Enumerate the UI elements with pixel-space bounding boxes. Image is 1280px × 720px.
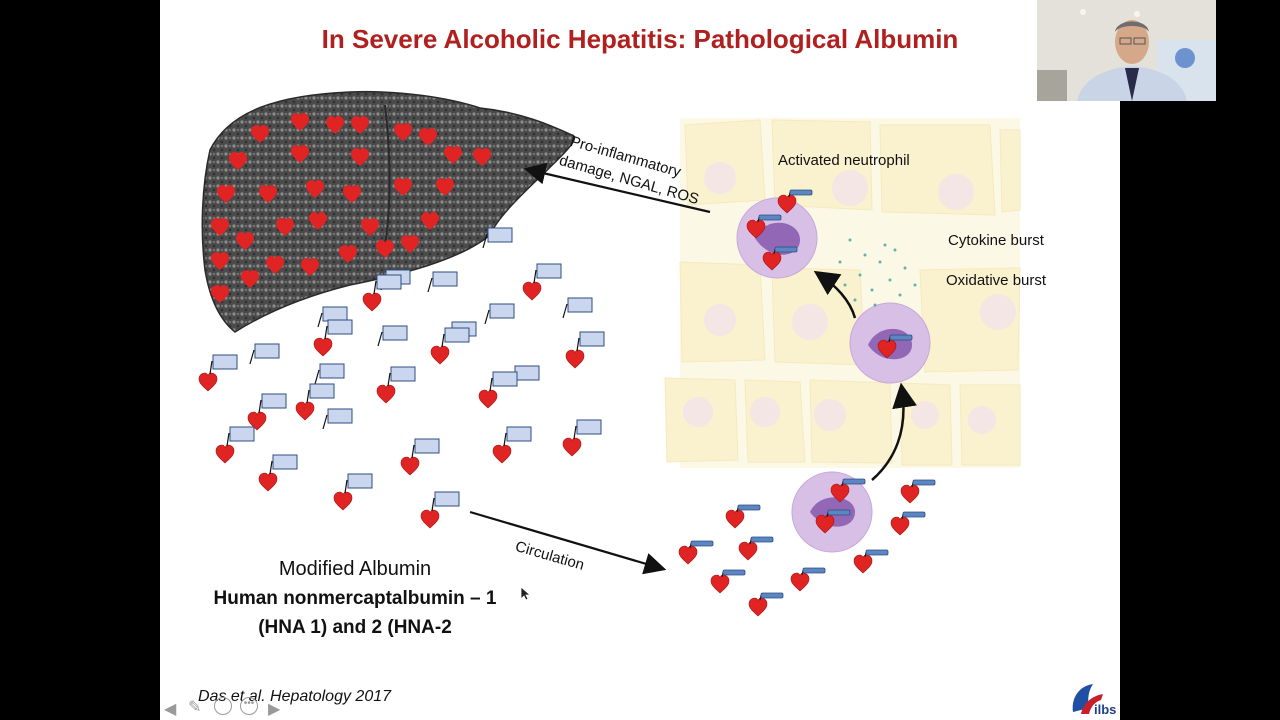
presenter-video: [1037, 0, 1216, 101]
more-icon[interactable]: •••: [240, 697, 258, 715]
logo-text: ilbs: [1094, 702, 1117, 717]
neutrophils: [736, 190, 931, 553]
mouse-cursor: [521, 587, 531, 601]
modified-albumin-line3: (HNA 1) and 2 (HNA-2: [258, 617, 452, 638]
zoom-icon[interactable]: [214, 697, 232, 715]
presenter-image: [1037, 0, 1216, 101]
modified-albumin-title: Modified Albumin: [278, 558, 432, 580]
hepatocyte-tissue: [664, 118, 1021, 468]
liver-illustration: [201, 90, 576, 333]
next-arrow-icon[interactable]: ▶: [268, 701, 281, 718]
slide: In Severe Alcoholic Hepatitis: Pathologi…: [160, 0, 1120, 720]
ilbs-logo: ilbs: [1065, 676, 1120, 720]
pen-icon[interactable]: ✎: [188, 699, 202, 716]
illustration: [160, 90, 1021, 720]
presenter-controls: ◀ ✎ ••• ▶: [164, 696, 294, 718]
prev-arrow-icon[interactable]: ◀: [164, 701, 177, 718]
slide-title: In Severe Alcoholic Hepatitis: Pathologi…: [321, 24, 959, 54]
label-oxidative-burst: Oxidative burst: [946, 272, 1047, 289]
label-cytokine-burst: Cytokine burst: [948, 232, 1044, 249]
modified-albumin-line2: Human nonmercaptalbumin – 1: [213, 588, 497, 609]
label-activated-neutrophil: Activated neutrophil: [778, 152, 910, 169]
